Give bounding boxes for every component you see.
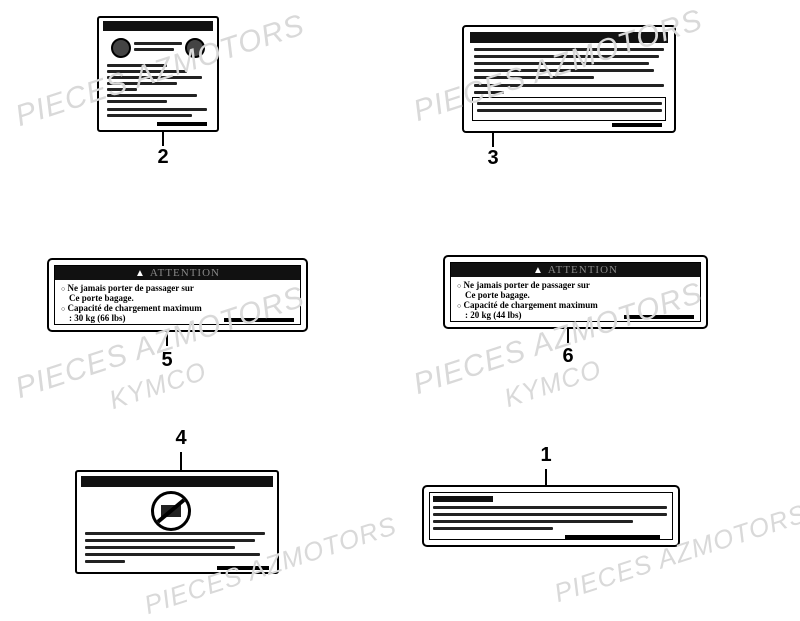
label-2-icon-right bbox=[185, 38, 205, 58]
callout-5: 5 bbox=[161, 349, 173, 371]
label-2-header-band bbox=[103, 21, 213, 31]
callout-6: 6 bbox=[562, 345, 574, 367]
label-2-icon-left bbox=[111, 38, 131, 58]
label-4-header-band bbox=[81, 476, 273, 487]
warning-triangle-icon: ▲ bbox=[134, 267, 146, 279]
leader-line-5 bbox=[166, 332, 168, 346]
leader-line-1 bbox=[545, 469, 547, 489]
leader-line-6 bbox=[567, 329, 569, 343]
label-5-bullet-1-cont: Ce porte bagage. bbox=[69, 293, 134, 303]
callout-2: 2 bbox=[157, 146, 169, 168]
label-6-bullet-1: ○ Ne jamais porter de passager sur bbox=[457, 280, 590, 290]
label-6-bullet-2: ○ Capacité de chargement maximum bbox=[457, 300, 598, 310]
label-5-header: ▲ ATTENTION bbox=[55, 266, 300, 280]
label-5-bullet-2-cont: : 30 kg (66 lbs) bbox=[69, 313, 126, 323]
leader-line-4 bbox=[180, 452, 182, 474]
label-5-bullet-2: ○ Capacité de chargement maximum bbox=[61, 303, 202, 313]
label-5-header-text: ATTENTION bbox=[149, 267, 220, 279]
warning-label-1 bbox=[422, 485, 680, 547]
warning-label-3 bbox=[462, 25, 676, 133]
warning-label-5: ▲ ATTENTION ○ Ne jamais porter de passag… bbox=[47, 258, 308, 332]
label-5-bullet-1: ○ Ne jamais porter de passager sur bbox=[61, 283, 194, 293]
warning-label-2 bbox=[97, 16, 219, 132]
callout-4: 4 bbox=[175, 427, 187, 449]
no-passenger-icon bbox=[151, 491, 191, 531]
label-6-bullet-1-cont: Ce porte bagage. bbox=[465, 290, 530, 300]
leader-line-3 bbox=[492, 133, 494, 147]
label-6-header-text: ATTENTION bbox=[547, 264, 618, 276]
label-3-table bbox=[472, 97, 666, 121]
label-3-header-band bbox=[470, 32, 668, 43]
warning-triangle-icon: ▲ bbox=[532, 264, 544, 276]
warning-label-4 bbox=[75, 470, 279, 574]
warning-label-6: ▲ ATTENTION ○ Ne jamais porter de passag… bbox=[443, 255, 708, 329]
label-6-header: ▲ ATTENTION bbox=[451, 263, 700, 277]
label-1-header-band bbox=[433, 496, 493, 502]
leader-line-2 bbox=[162, 132, 164, 146]
callout-1: 1 bbox=[540, 444, 552, 466]
callout-3: 3 bbox=[487, 147, 499, 169]
label-6-bullet-2-cont: : 20 kg (44 lbs) bbox=[465, 310, 522, 320]
